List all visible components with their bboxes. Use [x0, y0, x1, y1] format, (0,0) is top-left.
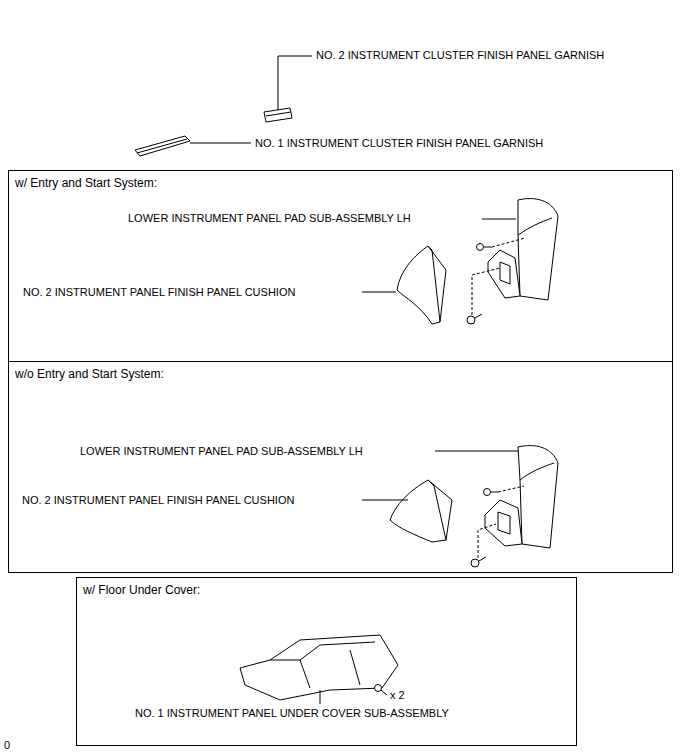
lower-pad	[518, 199, 558, 300]
install-line	[478, 486, 524, 558]
part-name: NO. 1 INSTRUMENT PANEL UNDER COVER SUB-A…	[135, 707, 449, 720]
cushion	[397, 246, 446, 324]
install-line	[472, 238, 525, 315]
condition-frame: w/o Entry and Start System:	[8, 361, 673, 573]
condition-frame: w/ Entry and Start System:	[8, 170, 673, 362]
screw-shank	[491, 492, 498, 493]
leader-lines	[190, 56, 518, 704]
lower-pad-edge	[518, 218, 552, 235]
cushion	[390, 480, 452, 542]
part-name: LOWER INSTRUMENT PANEL PAD SUB-ASSEMBLY …	[128, 212, 411, 225]
condition-frame: w/ Floor Under Cover:	[76, 577, 577, 746]
pad-bracket-hole	[500, 262, 510, 284]
under-cover-ribs	[270, 642, 375, 688]
figure-id: 0	[4, 739, 10, 752]
garnish-1-edge	[137, 139, 187, 153]
clip-shank	[479, 557, 486, 561]
condition-heading: w/ Entry and Start System:	[15, 176, 157, 190]
part-name: x 2	[390, 689, 405, 702]
garnish-1	[135, 136, 190, 156]
screw	[477, 244, 484, 251]
part-name: NO. 2 INSTRUMENT PANEL FINISH PANEL CUSH…	[22, 494, 294, 507]
garnish-2	[264, 108, 292, 122]
pad-bracket	[488, 250, 520, 298]
screw-shank	[484, 247, 492, 248]
condition-heading: w/o Entry and Start System:	[15, 367, 164, 381]
cushion-edge	[428, 246, 440, 322]
under-cover	[240, 635, 398, 700]
leader-line	[362, 500, 408, 501]
condition-heading: w/ Floor Under Cover:	[83, 583, 200, 597]
clip	[467, 316, 475, 324]
leader-line	[278, 56, 312, 110]
clip-shank	[475, 314, 482, 318]
lower-pad-edge	[520, 463, 554, 480]
pad-bracket-hole	[498, 512, 510, 534]
part-name: NO. 2 INSTRUMENT PANEL FINISH PANEL CUSH…	[23, 286, 295, 299]
leader-line	[362, 292, 396, 293]
screw	[484, 489, 491, 496]
part-name: NO. 2 INSTRUMENT CLUSTER FINISH PANEL GA…	[316, 49, 604, 62]
part-name: LOWER INSTRUMENT PANEL PAD SUB-ASSEMBLY …	[80, 445, 363, 458]
clip	[471, 559, 479, 567]
leader-line	[482, 219, 516, 220]
parts-drawing	[135, 108, 558, 700]
leader-line	[320, 690, 321, 704]
leader-line	[190, 143, 251, 144]
bolt-shank	[381, 690, 387, 695]
lower-pad	[518, 446, 558, 548]
garnish-2-edge	[266, 112, 291, 116]
leader-line	[435, 451, 518, 452]
bolt	[375, 685, 382, 692]
pad-bracket	[485, 500, 522, 546]
part-name: NO. 1 INSTRUMENT CLUSTER FINISH PANEL GA…	[255, 137, 543, 150]
cushion-edge	[428, 480, 446, 540]
